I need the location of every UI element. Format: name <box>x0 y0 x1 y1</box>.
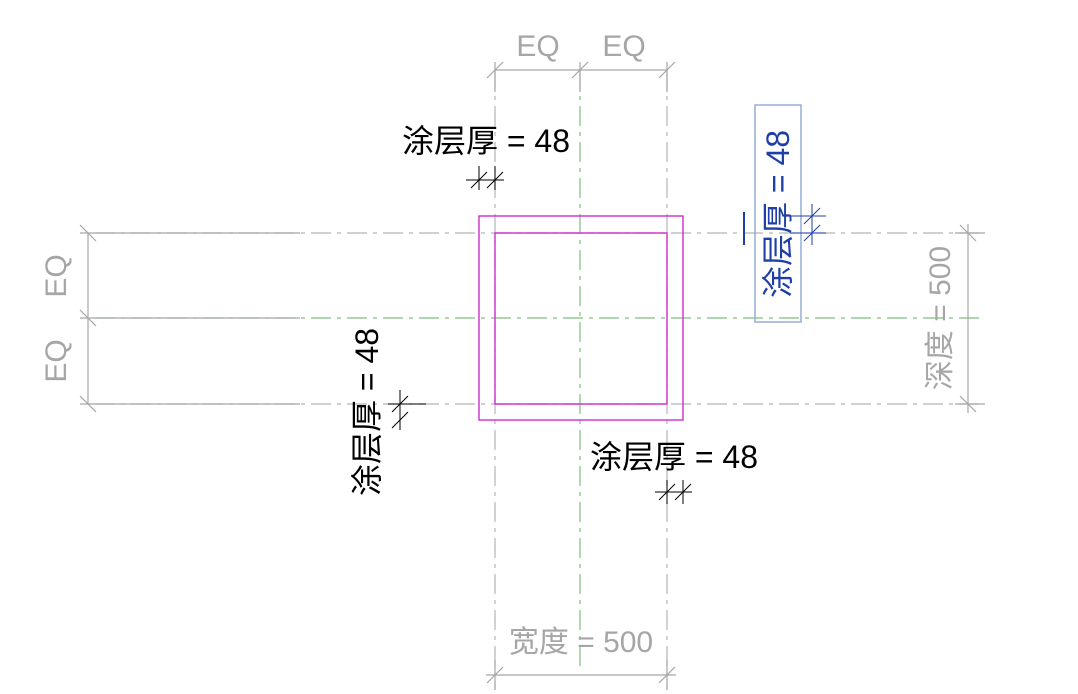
cover-dimension-bottom[interactable]: 涂层厚 = 48 <box>590 439 758 504</box>
depth-dimension[interactable]: 深度 = 500 <box>924 224 985 413</box>
section-inner-outline[interactable] <box>494 232 668 405</box>
left-eq-lower-label: EQ <box>40 339 73 382</box>
reference-planes <box>95 70 985 690</box>
cover-dimension-left[interactable]: 涂层厚 = 48 <box>349 328 426 496</box>
cover-top-label: 涂层厚 = 48 <box>402 123 570 159</box>
cover-bottom-label: 涂层厚 = 48 <box>590 439 758 475</box>
depth-dimension-label: 深度 = 500 <box>924 246 957 390</box>
left-eq-dimension[interactable]: EQ EQ <box>40 224 300 413</box>
selection-highlight-box <box>754 104 802 323</box>
width-dimension-label: 宽度 = 500 <box>509 626 653 659</box>
top-eq-right-label: EQ <box>602 30 645 63</box>
cover-left-label: 涂层厚 = 48 <box>349 328 385 496</box>
cover-dimension-right-selected[interactable]: 涂层厚 = 48 <box>743 104 826 323</box>
top-eq-dimension[interactable]: EQ EQ <box>486 30 676 92</box>
left-eq-upper-label: EQ <box>40 254 73 297</box>
top-eq-left-label: EQ <box>516 30 559 63</box>
width-dimension[interactable]: 宽度 = 500 <box>486 626 676 690</box>
section-outer-outline[interactable] <box>478 215 684 421</box>
cover-dimension-top[interactable]: 涂层厚 = 48 <box>402 123 570 190</box>
cover-right-label: 涂层厚 = 48 <box>760 130 796 298</box>
column-section[interactable] <box>478 215 684 421</box>
